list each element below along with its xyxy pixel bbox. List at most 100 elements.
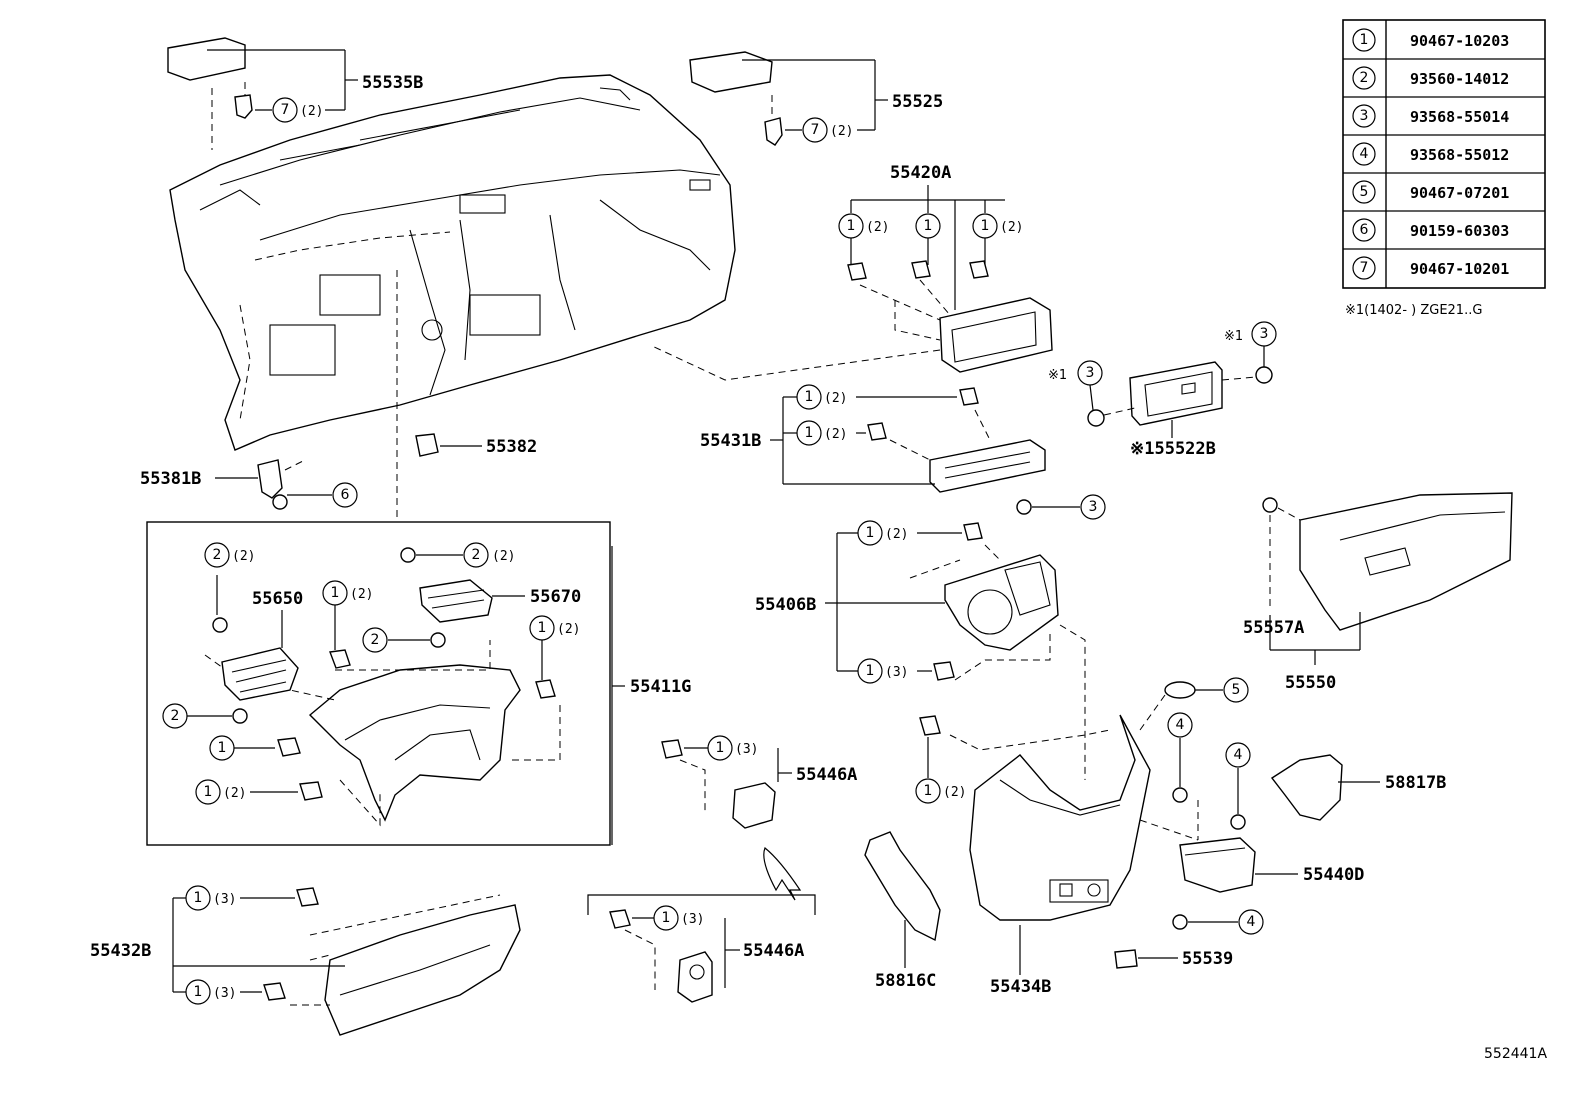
qty-1-f: (3) [213, 986, 236, 1001]
legend-num-5: 5 [1360, 184, 1369, 200]
qty-1-e: (3) [213, 892, 236, 907]
qty-55535B: (2) [300, 104, 323, 119]
part-55550 [1262, 492, 1513, 665]
legend-num-4: 4 [1360, 146, 1369, 162]
qty-1-k: (2) [824, 427, 847, 442]
legend-num-1: 1 [1360, 32, 1369, 48]
label-55432B: 55432B [90, 941, 151, 961]
label-55525: 55525 [892, 92, 943, 112]
label-55431B: 55431B [700, 431, 761, 451]
callout-6: 6 [341, 487, 350, 503]
part-55382 [396, 270, 482, 520]
legend-code-6: 90159-60303 [1410, 222, 1509, 240]
legend-code-4: 93568-55012 [1410, 146, 1509, 164]
callout-4-a: 4 [1176, 717, 1185, 733]
callout-1-h: 1 [924, 218, 933, 234]
part-55539 [1114, 949, 1178, 969]
callout-7-55535B: 7 [281, 102, 290, 118]
label-55420A: 55420A [890, 163, 951, 183]
callout-1-e: 1 [194, 890, 203, 906]
qty-1-g: (2) [866, 220, 889, 235]
legend-num-6: 6 [1360, 222, 1369, 238]
part-55434B [949, 714, 1151, 975]
legend-code-5: 90467-07201 [1410, 184, 1509, 202]
legend-num-3: 3 [1360, 108, 1369, 124]
callout-1-n: 1 [924, 783, 933, 799]
callout-1-g: 1 [847, 218, 856, 234]
callout-5: 5 [1232, 682, 1241, 698]
label-55557A: 55557A [1243, 618, 1304, 638]
part-55525: 7 (2) [689, 51, 888, 146]
callout-3-a: 3 [1086, 365, 1095, 381]
group-box-55411G [146, 521, 611, 846]
callout-1-k: 1 [805, 425, 814, 441]
qty-2-c: (2) [492, 549, 515, 564]
label-55411G: 55411G [630, 677, 691, 697]
callout-3-c: 3 [1089, 499, 1098, 515]
legend-code-3: 93568-55014 [1410, 108, 1509, 126]
callout-1-i: 1 [981, 218, 990, 234]
qty-1-b: (2) [557, 622, 580, 637]
callout-2-b: 2 [171, 708, 180, 724]
legend-code-1: 90467-10203 [1410, 32, 1509, 50]
legend-code-2: 93560-14012 [1410, 70, 1509, 88]
part-55446A-lower: 1 (3) [587, 894, 816, 1003]
label-55522B: ※155522B [1130, 439, 1216, 459]
label-55670: 55670 [530, 587, 581, 607]
part-55446A-upper: 1 (3) [661, 735, 802, 901]
qty-1-i: (2) [1000, 220, 1023, 235]
callout-1-l: 1 [866, 525, 875, 541]
callout-7-55525: 7 [811, 122, 820, 138]
callout-1-c: 1 [218, 740, 227, 756]
label-55446A-2: 55446A [743, 941, 804, 961]
label-58817B: 58817B [1385, 773, 1446, 793]
legend-num-2: 2 [1360, 70, 1369, 86]
callout-2-d: 2 [371, 632, 380, 648]
callout-1-o: 1 [716, 740, 725, 756]
callout-2-c: 2 [472, 547, 481, 563]
qty-1-j: (2) [824, 391, 847, 406]
part-screw-5: 5 [1139, 677, 1249, 731]
label-55650: 55650 [252, 589, 303, 609]
callout-1-j: 1 [805, 389, 814, 405]
label-55550: 55550 [1285, 673, 1336, 693]
qty-2-a: (2) [232, 549, 255, 564]
part-55650: 2 (2) 2 [162, 542, 299, 729]
callout-4-b: 4 [1234, 747, 1243, 763]
clip-55434B: 1 (2) [915, 715, 966, 804]
callout-1-a: 1 [331, 585, 340, 601]
qty-1-o: (3) [735, 742, 758, 757]
callout-1-b: 1 [538, 620, 547, 636]
part-55420A: 1 (2) 1 1 (2) [649, 185, 1053, 381]
part-55440D: 4 4 4 [1139, 712, 1298, 935]
part-55670: 2 (2) 2 [362, 542, 525, 653]
qty-1-l: (2) [885, 527, 908, 542]
qty-55525: (2) [830, 124, 853, 139]
label-55381B: 55381B [140, 469, 201, 489]
label-55446A-1: 55446A [796, 765, 857, 785]
qty-1-p: (3) [681, 912, 704, 927]
label-55406B: 55406B [755, 595, 816, 615]
part-55432B: 1 (3) 1 (3) [172, 885, 521, 1036]
callout-1-d: 1 [204, 784, 213, 800]
qty-1-n: (2) [943, 785, 966, 800]
clips-55411G: 1 (2) 1 (2) 1 1 (2) [195, 580, 580, 805]
legend-code-7: 90467-10201 [1410, 260, 1509, 278]
qty-1-m: (3) [885, 665, 908, 680]
label-55440D: 55440D [1303, 865, 1364, 885]
applicability-note: ※1(1402- ) ZGE21..G [1345, 303, 1482, 318]
qty-1-d: (2) [223, 786, 246, 801]
part-58817B [1270, 754, 1380, 821]
callout-1-m: 1 [866, 663, 875, 679]
diagram-id: 552441A [1484, 1046, 1547, 1062]
part-55535B: 7 (2) [167, 37, 358, 150]
part-55406B: 1 (2) 1 (3) [825, 520, 1086, 780]
part-55522B: 3 ※1 3 ※1 [1048, 321, 1277, 438]
legend-table: 1 90467-10203 2 93560-14012 3 93568-5501… [1342, 19, 1546, 289]
callout-3-b: 3 [1260, 326, 1269, 342]
label-55539: 55539 [1182, 949, 1233, 969]
part-55431B: 1 (2) 1 (2) 3 [770, 384, 1106, 520]
callout-1-f: 1 [194, 984, 203, 1000]
part-58816C [864, 831, 941, 968]
